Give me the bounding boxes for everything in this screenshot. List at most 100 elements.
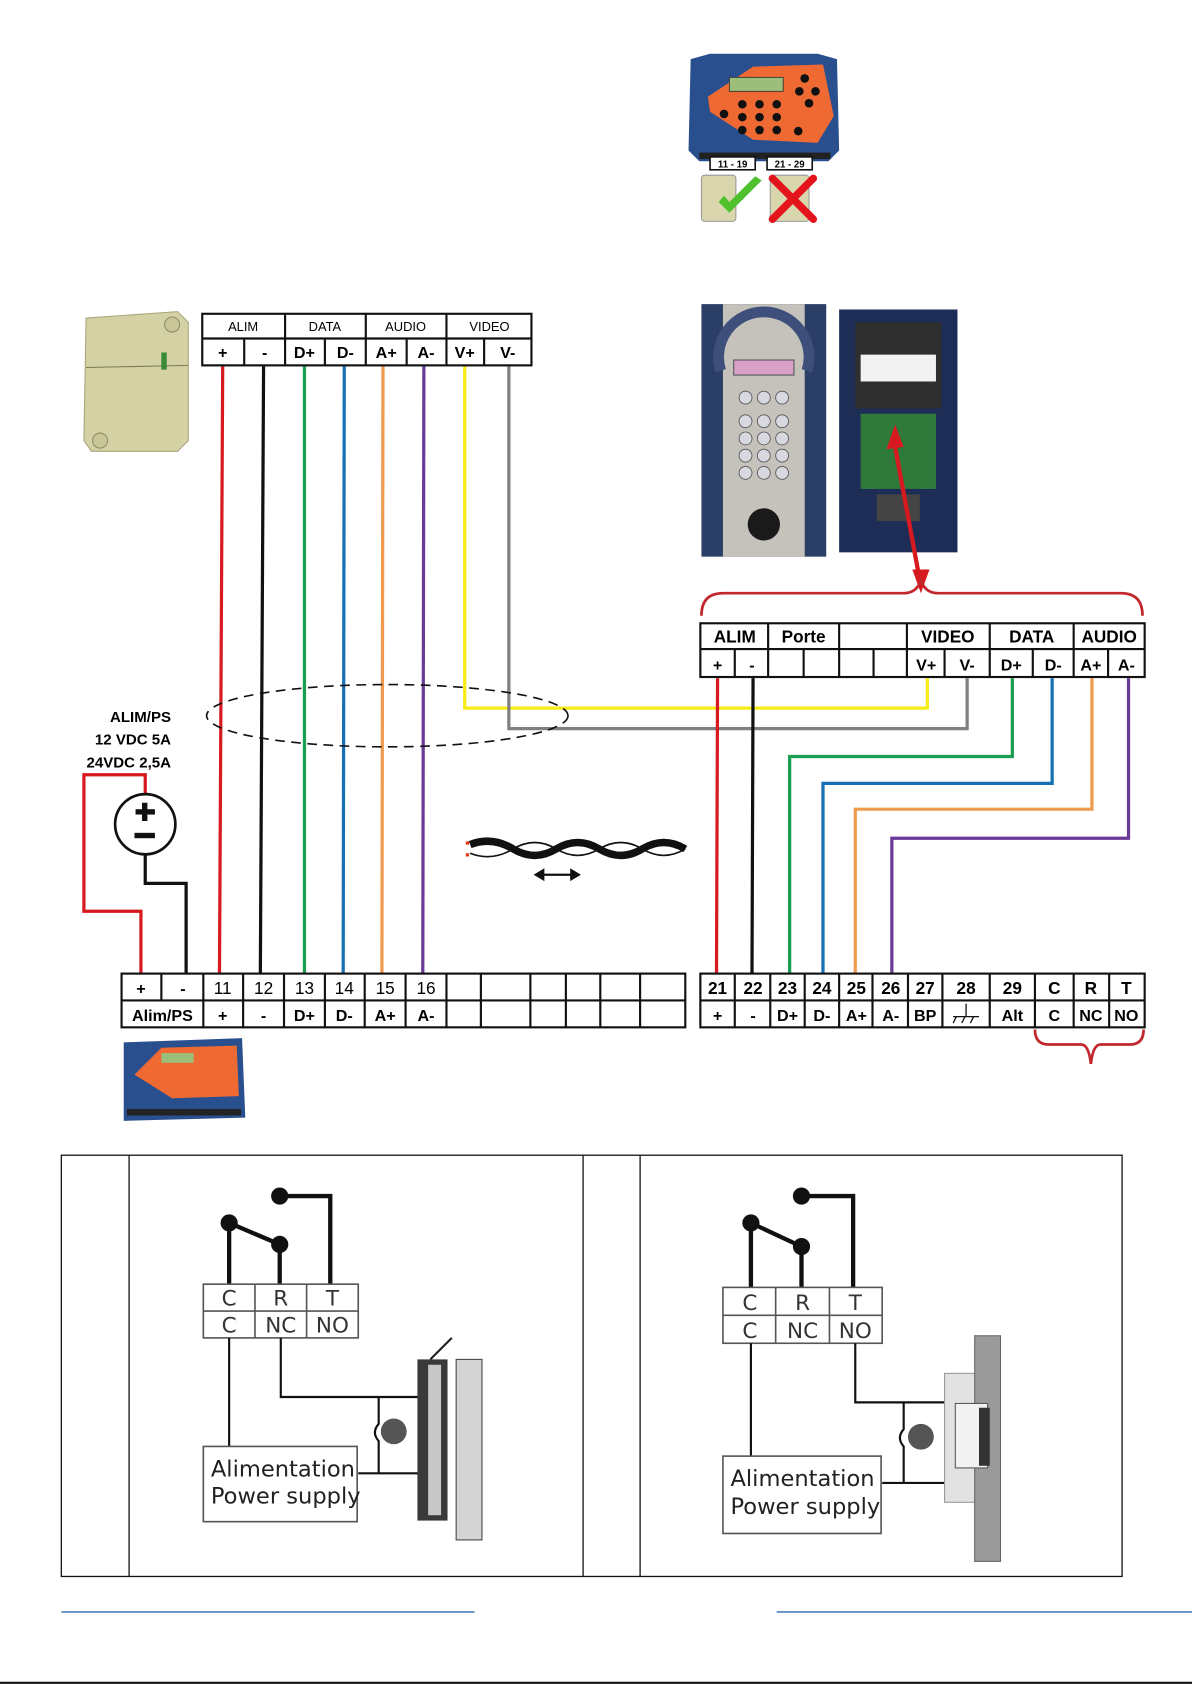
reader-pin-label: A- xyxy=(418,344,435,362)
left-terminal-top-label: 14 xyxy=(335,978,355,998)
panel-group-video: VIDEO xyxy=(921,627,975,647)
left-terminal-top-label: 13 xyxy=(295,978,314,998)
panel-group-data: DATA xyxy=(1009,627,1054,647)
left-terminal-top-label: 11 xyxy=(214,978,232,998)
right-terminal-bottom-label: D+ xyxy=(777,1007,798,1025)
wire-green-panel xyxy=(788,678,1014,974)
right-terminal-bottom-label: BP xyxy=(914,1007,937,1025)
relay-bottom-label: NC xyxy=(265,1314,296,1339)
right-terminal-bottom-label: - xyxy=(750,1007,755,1025)
wire-orange-panel xyxy=(853,678,1094,974)
terminal-range-ok-label: 11 - 19 xyxy=(718,160,748,171)
right-terminal-bottom-label: A+ xyxy=(846,1007,867,1025)
panel-group-audio: AUDIO xyxy=(1081,627,1136,647)
reader-group-video: VIDEO xyxy=(469,319,509,334)
right-terminal-top-label: 28 xyxy=(957,978,977,998)
relay-top-label: T xyxy=(848,1291,863,1316)
panel-pin-label: D- xyxy=(1045,657,1062,675)
right-terminal-bottom-label: NC xyxy=(1079,1007,1103,1025)
relay-top-label: R xyxy=(795,1291,810,1316)
left-terminal-bottom-label: - xyxy=(261,1007,266,1025)
wire-yellow-video xyxy=(463,366,929,710)
right-terminal-labels: 21 22 23 24 25 26 27 28 29 C R T + - D+ … xyxy=(708,978,1138,1025)
left-terminal-labels: + - 11 12 13 14 15 16 Alim/PS + - D+ D- … xyxy=(132,978,436,1025)
right-terminal-top-label: R xyxy=(1085,978,1098,998)
reader-group-audio: AUDIO xyxy=(385,319,426,334)
relay-diagram-maglock: C R T C NC NO Alimentation Power supply xyxy=(202,1187,483,1541)
panel-pin-label: D+ xyxy=(1001,657,1022,675)
cable-bundle-ellipse xyxy=(205,683,569,748)
reader-pin-label: D- xyxy=(337,344,354,362)
card-reader-illustration xyxy=(83,311,189,452)
relay-top-label: C xyxy=(742,1291,757,1316)
relay-brace xyxy=(1033,1029,1145,1065)
ground-symbol-icon xyxy=(952,1003,979,1024)
right-terminal-bottom-label: Alt xyxy=(1002,1007,1024,1025)
wire-blue-panel xyxy=(821,678,1054,974)
left-terminal-bottom-label: + xyxy=(218,1007,227,1025)
right-terminal-top-label: 24 xyxy=(812,978,832,998)
panel-pin-label: A+ xyxy=(1080,657,1101,675)
reader-pin-label: V+ xyxy=(455,344,475,362)
right-terminal-top-label: 26 xyxy=(881,978,900,998)
panel-pin-label: V- xyxy=(960,657,975,675)
right-terminal-top-label: 22 xyxy=(744,978,763,998)
panel-pin-label: - xyxy=(749,657,754,675)
panel-terminal-block xyxy=(699,622,1146,679)
wire-purple-reader xyxy=(421,366,426,974)
relay-top-label: R xyxy=(273,1287,288,1312)
wire-orange-reader xyxy=(380,366,385,974)
right-terminal-top-label: 25 xyxy=(847,978,867,998)
reader-pin-label: - xyxy=(262,344,267,362)
reader-terminal-block xyxy=(201,312,533,367)
panel-group-porte: Porte xyxy=(782,627,826,647)
right-terminal-top-label: C xyxy=(1048,978,1060,998)
wire-black-reader xyxy=(258,366,266,974)
right-terminal-top-label: 27 xyxy=(916,978,935,998)
ps-label-line2: Power supply xyxy=(211,1483,361,1509)
left-terminal-top-label: 15 xyxy=(376,978,395,998)
wire-black-ps xyxy=(143,848,188,974)
reader-pin-label: V- xyxy=(500,344,515,362)
right-terminal-bottom-label: D- xyxy=(813,1007,830,1025)
panel-group-alim: ALIM xyxy=(714,627,756,647)
relay-diagram-strike: C R T C NC NO Alimentation Power supply xyxy=(722,1187,1002,1562)
left-terminal-alim-ps-label: Alim/PS xyxy=(132,1007,193,1025)
wire-blue-reader xyxy=(341,366,346,974)
ps-label-line2: Power supply xyxy=(730,1494,880,1520)
right-terminal-top-label: 21 xyxy=(708,978,728,998)
left-terminal-bottom-label: D+ xyxy=(294,1007,315,1025)
ps-spec-12v: 12 VDC 5A xyxy=(95,732,171,749)
reader-group-alim: ALIM xyxy=(228,319,258,334)
wire-red-panel xyxy=(714,678,720,974)
controller-small-illustration xyxy=(123,1038,246,1121)
relay-bottom-label: NO xyxy=(316,1314,349,1339)
relay-bottom-label: C xyxy=(222,1314,237,1339)
checkmark-icon xyxy=(718,176,762,213)
wire-black-panel xyxy=(750,678,755,974)
left-terminal-top-label: - xyxy=(180,980,185,998)
terminal-range-bad-label: 21 - 29 xyxy=(775,160,806,171)
right-terminal-bottom-label: A- xyxy=(882,1007,899,1025)
reader-pin-label: A+ xyxy=(376,344,397,362)
reader-pin-label: D+ xyxy=(294,344,315,362)
reader-pin-label: + xyxy=(218,344,227,362)
door-panel-back-illustration xyxy=(839,309,958,594)
wires xyxy=(82,366,1131,974)
left-terminal-bottom-label: D- xyxy=(336,1007,353,1025)
electric-strike-icon xyxy=(944,1335,1002,1562)
wire-red-ps xyxy=(82,773,147,974)
power-supply-labels: ALIM/PS 12 VDC 5A 24VDC 2,5A xyxy=(87,709,172,771)
panel-brace xyxy=(700,576,1144,616)
reader-group-data: DATA xyxy=(309,319,342,334)
relay-top-label: T xyxy=(325,1287,340,1312)
panel-pin-label: V+ xyxy=(916,657,936,675)
ps-label-line1: Alimentation xyxy=(730,1466,874,1492)
left-terminal-bottom-label: A+ xyxy=(375,1007,396,1025)
wire-gray-video xyxy=(507,366,969,731)
left-terminal-bottom-label: A- xyxy=(418,1007,435,1025)
left-terminal-top-label: 12 xyxy=(254,978,273,998)
relay-bottom-label: NO xyxy=(839,1319,872,1344)
top-controller-illustration: 11 - 19 21 - 29 xyxy=(688,53,840,223)
